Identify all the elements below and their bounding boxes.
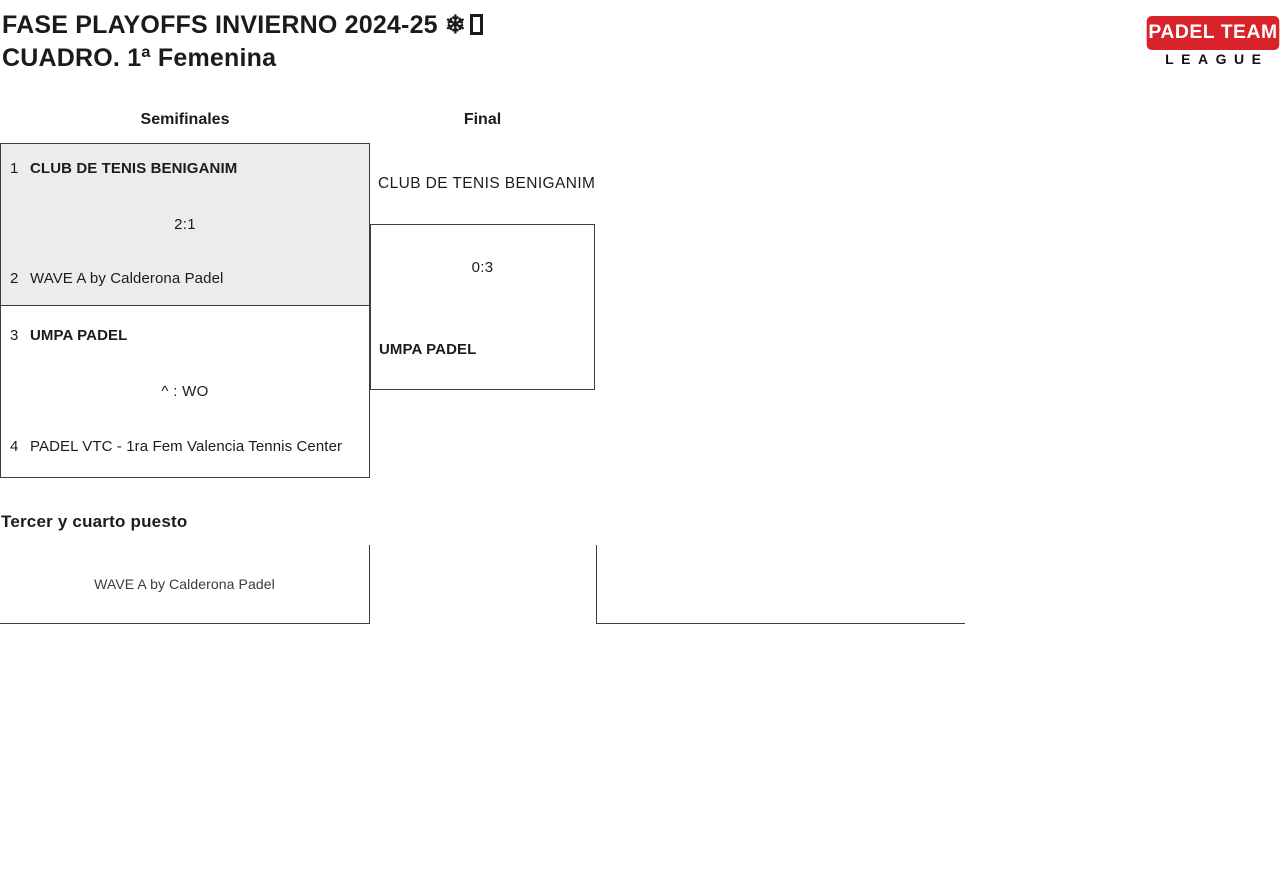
match-score: ^ : WO [161, 383, 209, 400]
team-name: WAVE A by Calderona Padel [94, 576, 275, 592]
match-semifinal-2: 3 UMPA PADEL ^ : WO 4 PADEL VTC - 1ra Fe… [0, 305, 370, 478]
match-semifinal-1: 1 CLUB DE TENIS BENIGANIM 2:1 2 WAVE A b… [0, 143, 370, 306]
page-title-line1: FASE PLAYOFFS INVIERNO 2024-25 ❄ [2, 9, 484, 42]
team-row: 1 CLUB DE TENIS BENIGANIM [10, 161, 360, 177]
team-name: UMPA PADEL [379, 341, 477, 358]
team-name: PADEL VTC - 1ra Fem Valencia Tennis Cent… [30, 438, 343, 455]
third-place-match-left: WAVE A by Calderona Padel [0, 545, 370, 624]
seed-number: 3 [10, 327, 19, 344]
seed-number: 1 [10, 160, 19, 177]
seed-number: 4 [10, 438, 19, 455]
team-row: 4 PADEL VTC - 1ra Fem Valencia Tennis Ce… [10, 439, 360, 455]
column-header-semifinales: Semifinales [140, 111, 230, 128]
team-row: 3 UMPA PADEL [10, 328, 360, 344]
logo-padel-team-banner: PADEL TEAM [1146, 16, 1280, 50]
page-title: FASE PLAYOFFS INVIERNO 2024-25 ❄ CUADRO.… [2, 9, 484, 75]
final-team-top: CLUB DE TENIS BENIGANIM [378, 175, 596, 192]
match-score: 2:1 [174, 215, 196, 233]
match-score: 0:3 [471, 259, 494, 276]
third-place-match-right [596, 545, 965, 624]
logo-league-text: LEAGUE [1165, 51, 1269, 67]
team-name: UMPA PADEL [30, 327, 128, 344]
missing-glyph-box [470, 14, 484, 35]
team-row: 2 WAVE A by Calderona Padel [10, 271, 360, 287]
page-title-line2: CUADRO. 1ª Femenina [2, 44, 277, 72]
team-row: UMPA PADEL [379, 342, 586, 358]
team-name: WAVE A by Calderona Padel [30, 270, 224, 287]
match-final: 0:3 UMPA PADEL [370, 224, 595, 390]
column-header-final: Final [463, 111, 502, 128]
third-place-heading: Tercer y cuarto puesto [1, 512, 188, 531]
team-name: CLUB DE TENIS BENIGANIM [30, 160, 238, 177]
title-text: FASE PLAYOFFS INVIERNO 2024-25 ❄ [2, 11, 467, 39]
seed-number: 2 [10, 270, 19, 287]
padel-team-league-logo: PADEL TEAM LEAGUE [1146, 16, 1280, 67]
